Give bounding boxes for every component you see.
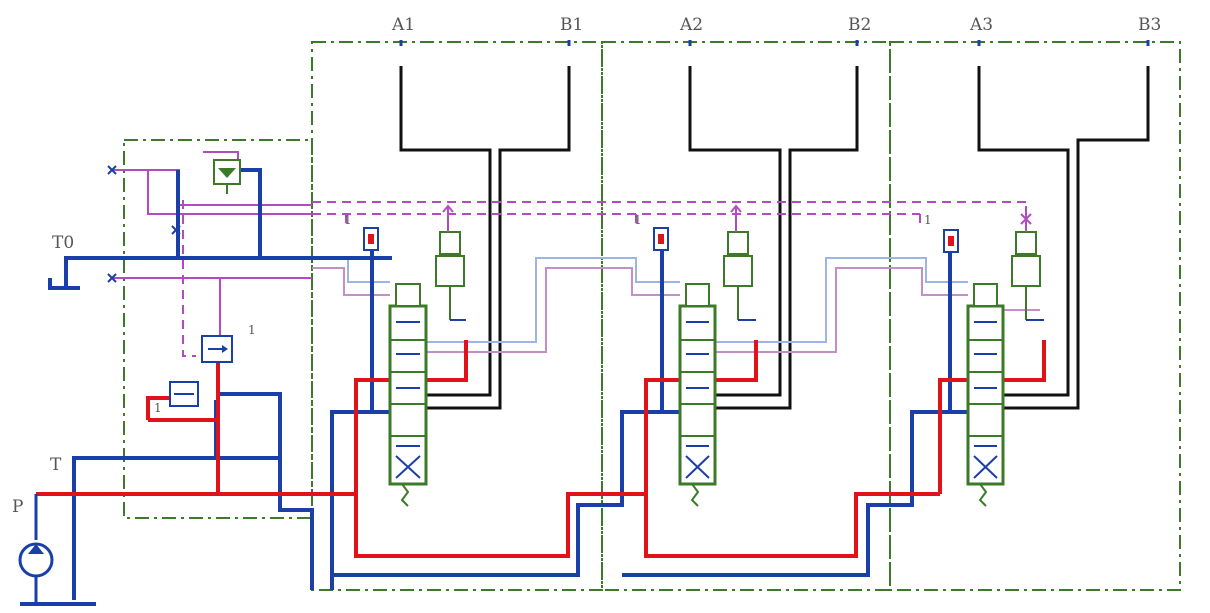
pilot-dashed-lines bbox=[182, 200, 1030, 357]
compensator-section-1 bbox=[435, 204, 466, 321]
port-label-t: T bbox=[50, 455, 62, 475]
mark-label: 1 bbox=[248, 323, 256, 337]
mark-label: 1 bbox=[344, 213, 352, 227]
port-label-t0: T0 bbox=[52, 233, 74, 253]
spool-valve-section-1 bbox=[388, 283, 428, 507]
valve-section-boundaries bbox=[123, 41, 1181, 591]
spool-valve-section-2 bbox=[678, 283, 717, 507]
port-label-p: P bbox=[12, 497, 23, 517]
shuttle-valve-section-2: 1 bbox=[634, 213, 669, 251]
pilot-magenta-lines bbox=[112, 151, 312, 336]
pump-symbol bbox=[18, 494, 54, 604]
mark-label: 1 bbox=[154, 401, 162, 415]
reducing-valve-top bbox=[213, 159, 241, 194]
port-label-b2: B2 bbox=[848, 15, 871, 35]
pilot-relief-valve: 1 bbox=[201, 323, 256, 363]
pilot-light-lines bbox=[312, 257, 1040, 353]
plug-markers bbox=[107, 165, 181, 283]
port-label-a2: A2 bbox=[679, 15, 703, 35]
port-ticks bbox=[399, 40, 1150, 46]
pressure-lines bbox=[36, 340, 1046, 558]
mark-label: 1 bbox=[634, 213, 642, 227]
port-label-a3: A3 bbox=[969, 15, 993, 35]
port-label-a1: A1 bbox=[391, 15, 415, 35]
work-port-lines bbox=[399, 66, 1150, 410]
spool-valve-section-3 bbox=[966, 283, 1005, 507]
compensator-section-3 bbox=[1011, 206, 1044, 321]
port-label-b1: B1 bbox=[560, 15, 583, 35]
shuttle-valve-section-1: 1 bbox=[344, 213, 379, 251]
tank-lines bbox=[20, 168, 968, 606]
compensator-section-2 bbox=[723, 204, 756, 321]
shuttle-valve-section-3: 1 bbox=[924, 213, 959, 253]
pressure-valve-lower: 1 bbox=[154, 381, 199, 415]
mark-label: 1 bbox=[924, 213, 932, 227]
port-label-b3: B3 bbox=[1138, 15, 1161, 35]
